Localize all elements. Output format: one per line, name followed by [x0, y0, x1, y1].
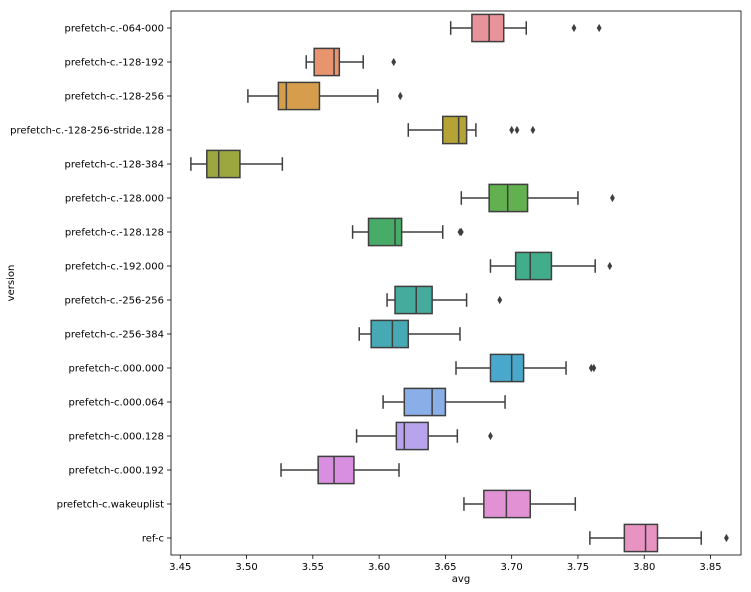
x-tick-label: 3.60 — [368, 562, 390, 573]
box-group: prefetch-c.000.128 — [69, 421, 493, 451]
iqr-box — [370, 319, 410, 349]
box-group: prefetch-c.wakeuplist — [57, 489, 577, 519]
box-group: prefetch-c.-128-256-stride.128 — [10, 115, 536, 145]
iqr-box — [395, 421, 429, 451]
x-tick-label: 3.75 — [567, 562, 589, 573]
iqr-box — [514, 251, 553, 281]
y-tick-label: prefetch-c.wakeuplist — [57, 500, 164, 511]
iqr-box — [441, 115, 468, 145]
y-tick-label: prefetch-c.000.000 — [69, 364, 164, 375]
y-tick-label: prefetch-c.000.064 — [69, 398, 164, 409]
y-tick-label: prefetch-c.-128-256-stride.128 — [10, 126, 164, 137]
outlier-point — [391, 57, 397, 67]
x-axis-label: avg — [452, 574, 470, 585]
x-tick-label: 3.55 — [302, 562, 324, 573]
outlier-point — [596, 23, 602, 33]
box-group: prefetch-c.-128-192 — [65, 47, 397, 77]
box-group: prefetch-c.000.064 — [69, 387, 506, 417]
outlier-point — [588, 363, 594, 373]
iqr-box — [489, 353, 525, 383]
box-group: prefetch-c.-128-384 — [65, 149, 284, 179]
box-group: prefetch-c.-128-256 — [65, 81, 403, 111]
plot-area: 3.45 3.50 3.55 3.60 3.65 3.70 3.75 3.80 3.85 pref… — [10, 10, 742, 573]
iqr-box — [471, 13, 505, 43]
y-tick-label: prefetch-c.-064-000 — [65, 24, 165, 35]
outlier-point — [610, 193, 615, 203]
box-group: prefetch-c.-064-000 — [65, 13, 602, 43]
box-group: prefetch-c.-128.000 — [65, 183, 615, 213]
box-group: prefetch-c.000.000 — [69, 353, 597, 383]
box-group: prefetch-c.000.192 — [69, 455, 400, 485]
x-tick-label: 3.50 — [235, 562, 257, 573]
outlier-point — [571, 23, 577, 33]
y-tick-label: prefetch-c.-128.128 — [65, 228, 164, 239]
box-group: ref-c — [142, 523, 729, 553]
outlier-point — [497, 295, 503, 305]
iqr-box — [317, 455, 355, 485]
x-tick-label: 3.70 — [501, 562, 523, 573]
outlier-point — [591, 363, 597, 373]
iqr-box — [277, 81, 321, 111]
outlier-point — [514, 125, 520, 135]
outlier-point — [530, 125, 536, 135]
y-tick-label: ref-c — [142, 534, 164, 545]
outlier-point — [488, 431, 493, 441]
outlier-point — [607, 261, 613, 271]
iqr-box — [394, 285, 433, 315]
box-group: prefetch-c.-256-384 — [65, 319, 461, 349]
y-tick-label: prefetch-c.-128-256 — [65, 92, 165, 103]
y-tick-label: prefetch-c.000.128 — [69, 432, 164, 443]
iqr-box — [206, 149, 241, 179]
iqr-box — [623, 523, 659, 553]
y-axis-label: version — [6, 265, 17, 302]
y-tick-label: prefetch-c.000.192 — [69, 466, 164, 477]
y-tick-label: prefetch-c.-192.000 — [65, 262, 164, 273]
iqr-box — [367, 217, 403, 247]
box-group: prefetch-c.-128.128 — [65, 217, 464, 247]
y-tick-label: prefetch-c.-256-256 — [65, 296, 165, 307]
plot-frame — [170, 10, 742, 556]
outlier-point — [724, 533, 729, 543]
y-tick-label: prefetch-c.-128-384 — [65, 160, 165, 171]
y-tick-label: prefetch-c.-256-384 — [65, 330, 165, 341]
x-tick-label: 3.45 — [169, 562, 191, 573]
x-tick-label: 3.80 — [633, 562, 655, 573]
outlier-point — [509, 125, 515, 135]
x-tick-label: 3.85 — [699, 562, 721, 573]
outlier-point — [397, 91, 403, 101]
y-tick-label: prefetch-c.-128-192 — [65, 58, 165, 69]
y-tick-label: prefetch-c.-128.000 — [65, 194, 164, 205]
outlier-point — [458, 227, 464, 237]
iqr-box — [403, 387, 447, 417]
box-group: prefetch-c.-256-256 — [65, 285, 503, 315]
x-tick-label: 3.65 — [434, 562, 456, 573]
iqr-box — [313, 47, 341, 77]
box-group: prefetch-c.-192.000 — [65, 251, 613, 281]
